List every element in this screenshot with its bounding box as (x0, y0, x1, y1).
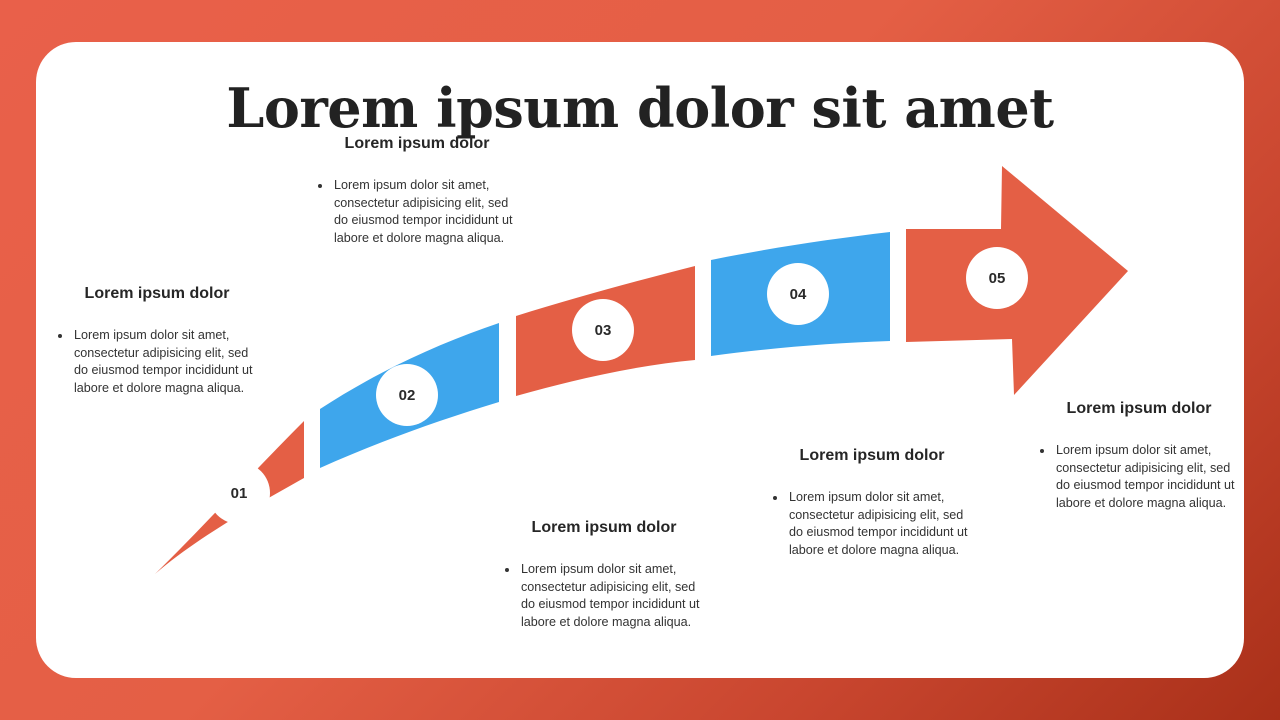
step-block-05: Lorem ipsum dolor Lorem ipsum dolor sit … (1036, 400, 1246, 512)
step-marker-02: 02 (376, 364, 438, 426)
step-bullets: Lorem ipsum dolor sit amet, consectetur … (54, 327, 264, 397)
step-heading: Lorem ipsum dolor (84, 285, 230, 302)
step-number-05: 05 (989, 270, 1006, 287)
step-marker-01: 01 (208, 462, 270, 524)
step-block-03: Lorem ipsum dolor Lorem ipsum dolor sit … (501, 519, 711, 631)
step-heading: Lorem ipsum dolor (799, 447, 945, 464)
step-number-03: 03 (595, 322, 612, 339)
step-bullets: Lorem ipsum dolor sit amet, consectetur … (769, 489, 979, 559)
step-marker-05: 05 (966, 247, 1028, 309)
step-marker-04: 04 (767, 263, 829, 325)
step-bullets: Lorem ipsum dolor sit amet, consectetur … (501, 561, 711, 631)
arrow-segment-1 (155, 421, 304, 574)
step-bullet: Lorem ipsum dolor sit amet, consectetur … (787, 489, 979, 559)
slide-title: Lorem ipsum dolor sit amet (226, 76, 1054, 140)
step-heading: Lorem ipsum dolor (1066, 400, 1212, 417)
step-bullet: Lorem ipsum dolor sit amet, consectetur … (72, 327, 264, 397)
step-block-04: Lorem ipsum dolor Lorem ipsum dolor sit … (769, 447, 979, 559)
step-marker-03: 03 (572, 299, 634, 361)
step-heading: Lorem ipsum dolor (531, 519, 677, 536)
step-bullet: Lorem ipsum dolor sit amet, consectetur … (519, 561, 711, 631)
step-bullet: Lorem ipsum dolor sit amet, consectetur … (1054, 442, 1246, 512)
step-bullets: Lorem ipsum dolor sit amet, consectetur … (1036, 442, 1246, 512)
step-heading: Lorem ipsum dolor (344, 135, 490, 152)
step-block-02: Lorem ipsum dolor Lorem ipsum dolor sit … (314, 135, 524, 247)
step-bullet: Lorem ipsum dolor sit amet, consectetur … (332, 177, 524, 247)
step-bullets: Lorem ipsum dolor sit amet, consectetur … (314, 177, 524, 247)
step-block-01: Lorem ipsum dolor Lorem ipsum dolor sit … (54, 285, 264, 397)
step-number-02: 02 (399, 387, 416, 404)
step-number-04: 04 (790, 286, 807, 303)
step-number-01: 01 (231, 485, 248, 502)
